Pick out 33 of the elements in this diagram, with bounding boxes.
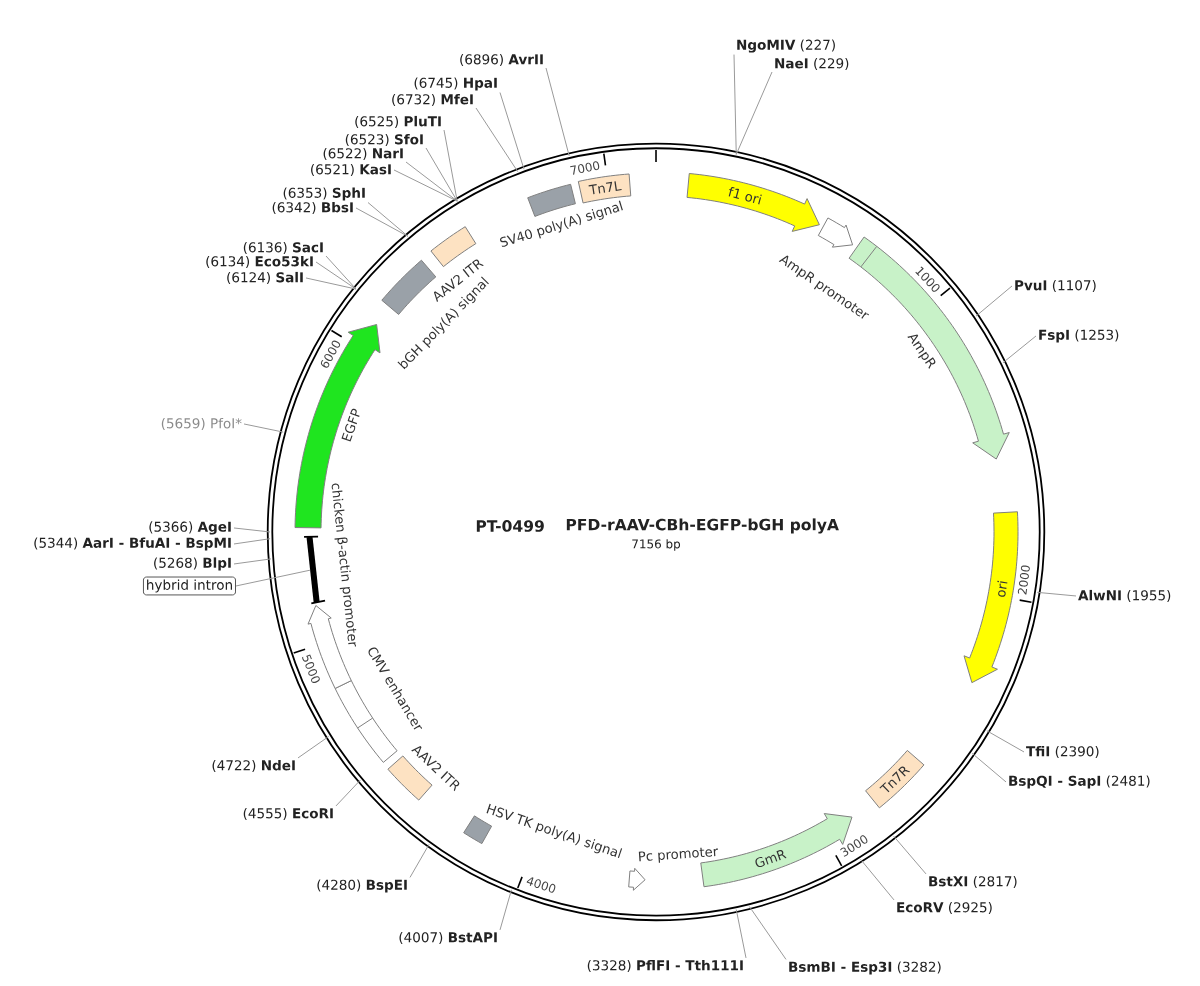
leader-line [355,207,409,237]
leader-line [405,161,458,202]
leader-line [475,107,519,173]
leader-line [735,909,747,959]
leader-line [975,285,1013,317]
leader-line [499,889,512,931]
intron-bar [303,535,326,605]
leader-line [305,277,357,290]
leader-line [233,558,272,565]
leader-line [367,202,409,237]
leader-line [499,92,525,170]
leader-line [297,736,330,759]
leader-line [545,67,570,157]
leader-line [243,423,284,433]
leader-line [893,835,927,875]
leader-line [860,858,895,901]
leader-line [748,906,787,960]
leader-line [971,752,1007,783]
leader-line [1002,335,1037,364]
leader-line [393,169,458,202]
leader-line [335,779,361,807]
leader-line [233,538,271,545]
leader-line [235,569,311,587]
leader-line [735,71,773,155]
leader-line [409,843,430,878]
leader-line [986,730,1025,753]
leader-line [1036,591,1077,597]
leader-line [733,54,737,155]
leader-line [233,527,271,533]
leader-line [325,255,357,290]
leader-line [443,129,458,202]
leader-line [425,147,458,202]
leader-line [315,261,357,290]
